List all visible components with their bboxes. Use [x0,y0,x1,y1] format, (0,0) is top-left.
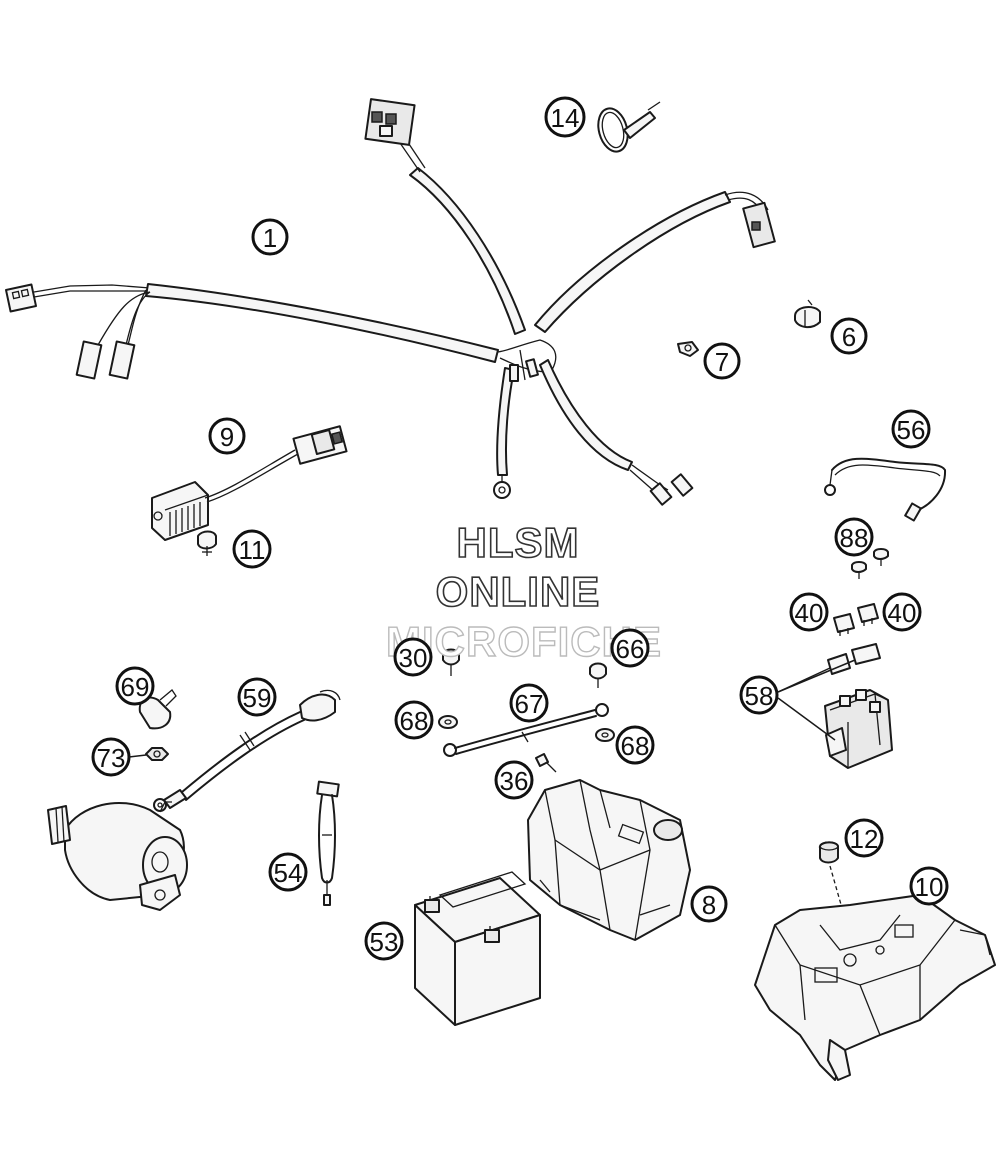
callout-68-right: 68 [615,725,655,765]
svg-text:12: 12 [850,824,879,854]
starter-cable[interactable] [153,689,341,812]
callout-14: 14 [544,96,586,138]
nut-73[interactable] [145,747,169,761]
svg-text:54: 54 [274,858,303,888]
battery-holder[interactable] [527,779,691,941]
svg-text:67: 67 [515,689,544,719]
voltage-regulator[interactable] [151,425,348,541]
electronics-box[interactable] [754,894,996,1081]
battery-cable-67[interactable] [443,703,609,757]
leader-73 [128,754,147,758]
cable-tie[interactable] [594,101,661,155]
svg-text:9: 9 [220,422,234,452]
callout-36: 36 [494,760,534,800]
battery[interactable] [414,871,541,1026]
screw-36[interactable] [535,753,557,773]
svg-text:68: 68 [400,706,429,736]
screw-30[interactable] [442,648,460,677]
fuses-40[interactable] [833,603,879,636]
svg-text:59: 59 [243,683,272,713]
svg-text:14: 14 [551,103,580,133]
callout-7: 7 [703,342,741,380]
svg-text:8: 8 [702,890,716,920]
callout-67: 67 [509,683,549,723]
screw-66[interactable] [589,662,607,689]
washer-68-right[interactable] [595,728,615,742]
leader-58b [777,659,856,693]
callout-56: 56 [891,409,931,449]
callout-10: 10 [909,866,949,906]
callout-59: 59 [237,677,277,717]
small-clip[interactable] [677,341,699,357]
callout-88: 88 [834,517,874,557]
callout-66: 66 [610,628,650,668]
svg-text:66: 66 [616,634,645,664]
svg-text:7: 7 [715,347,729,377]
washer-68-left[interactable] [438,715,458,729]
svg-text:1: 1 [263,223,277,253]
callout-68-left: 68 [394,700,434,740]
svg-text:69: 69 [121,672,150,702]
svg-text:10: 10 [915,872,944,902]
fuse-strap[interactable] [316,780,340,906]
wiring-harness[interactable] [4,98,776,506]
callout-69: 69 [115,666,155,706]
svg-text:36: 36 [500,766,529,796]
svg-text:73: 73 [97,743,126,773]
callout-12: 12 [844,818,884,858]
callout-6: 6 [830,317,868,355]
svg-text:6: 6 [842,322,856,352]
clip[interactable] [794,299,821,328]
callout-54: 54 [268,852,308,892]
callout-53: 53 [364,921,404,961]
callout-30: 30 [393,637,433,677]
callout-1: 1 [251,218,289,256]
watermark-line2: ONLINE [436,568,601,615]
leader-12 [829,865,843,909]
ground-cable[interactable] [824,457,947,522]
starter-relay[interactable] [824,643,893,769]
svg-text:68: 68 [621,731,650,761]
svg-text:40: 40 [888,598,917,628]
callout-8: 8 [690,885,728,923]
screw-11[interactable] [197,530,217,557]
callout-40-left: 40 [789,592,829,632]
callout-40-right: 40 [882,592,922,632]
starter-motor[interactable] [47,801,188,911]
svg-text:11: 11 [239,535,266,565]
callout-11: 11 [232,529,272,569]
callout-73: 73 [91,737,131,777]
svg-text:58: 58 [745,681,774,711]
callout-58: 58 [739,675,779,715]
svg-text:40: 40 [795,598,824,628]
leader-58c [777,697,836,741]
screws-88[interactable] [851,548,889,579]
svg-text:30: 30 [399,643,428,673]
svg-text:53: 53 [370,927,399,957]
grommet[interactable] [818,841,839,864]
svg-text:88: 88 [840,523,869,553]
svg-text:56: 56 [897,415,926,445]
watermark-line1: HLSM [457,519,580,566]
callout-9: 9 [208,417,246,455]
